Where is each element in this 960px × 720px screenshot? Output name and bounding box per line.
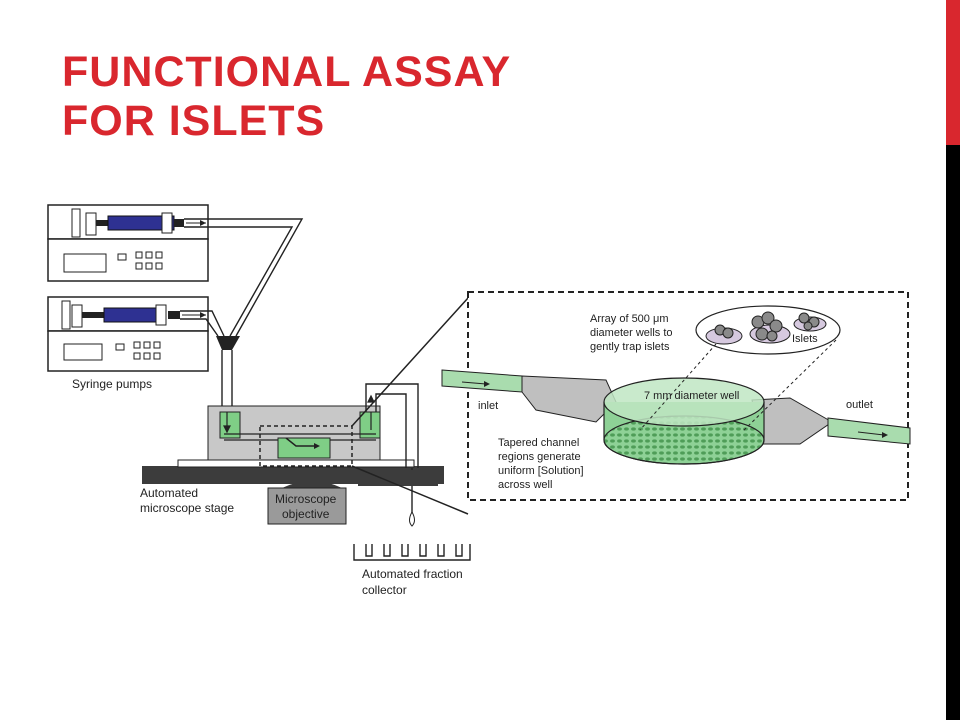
label-well-diameter: 7 mm diameter well: [644, 390, 739, 402]
sidebar-accent-red: [946, 0, 960, 145]
label-stage-line-1: Automated: [140, 486, 198, 500]
label-array-line-2: diameter wells to: [590, 327, 673, 339]
y-connector: [216, 336, 240, 350]
syringe-pump-top: [47, 204, 209, 282]
seven-mm-well: [603, 377, 765, 465]
slide-title: FUNCTIONAL ASSAY FOR ISLETS: [62, 48, 511, 146]
islets-magnified: [695, 305, 841, 355]
outlet-channel: [827, 417, 911, 445]
label-islets: Islets: [792, 333, 818, 345]
chip-well: [277, 437, 331, 459]
fraction-collector: [353, 544, 471, 561]
label-outlet: outlet: [846, 399, 873, 411]
label-stage-line-2: microscope stage: [140, 501, 234, 515]
slide-title-line-1: FUNCTIONAL ASSAY: [62, 48, 512, 96]
label-tapered-line-4: across well: [498, 479, 552, 491]
microscope-objective: [267, 481, 347, 525]
zoom-region: [259, 425, 353, 467]
label-inlet: inlet: [478, 400, 498, 412]
sidebar-accent-black: [946, 145, 960, 720]
label-array-line-1: Array of 500 μm: [590, 313, 668, 325]
tapered-inlet: [521, 375, 617, 423]
label-collector-line-2: collector: [362, 583, 407, 597]
stage-plate: [177, 459, 415, 468]
label-objective-line-2: objective: [282, 507, 330, 521]
inlet-tubing: [180, 218, 304, 432]
label-syringe-pumps: Syringe pumps: [72, 377, 152, 391]
label-collector-line-1: Automated fraction: [362, 567, 463, 581]
label-array-line-3: gently trap islets: [590, 341, 670, 353]
label-tapered-line-1: Tapered channel: [498, 437, 579, 449]
droplet-icon: [409, 510, 415, 527]
label-tapered-line-3: uniform [Solution]: [498, 465, 584, 477]
slide-title-line-2: FOR ISLETS: [62, 97, 326, 145]
syringe-pump-bottom: [47, 296, 209, 372]
label-objective-line-1: Microscope: [275, 492, 337, 506]
label-tapered-line-2: regions generate: [498, 451, 581, 463]
